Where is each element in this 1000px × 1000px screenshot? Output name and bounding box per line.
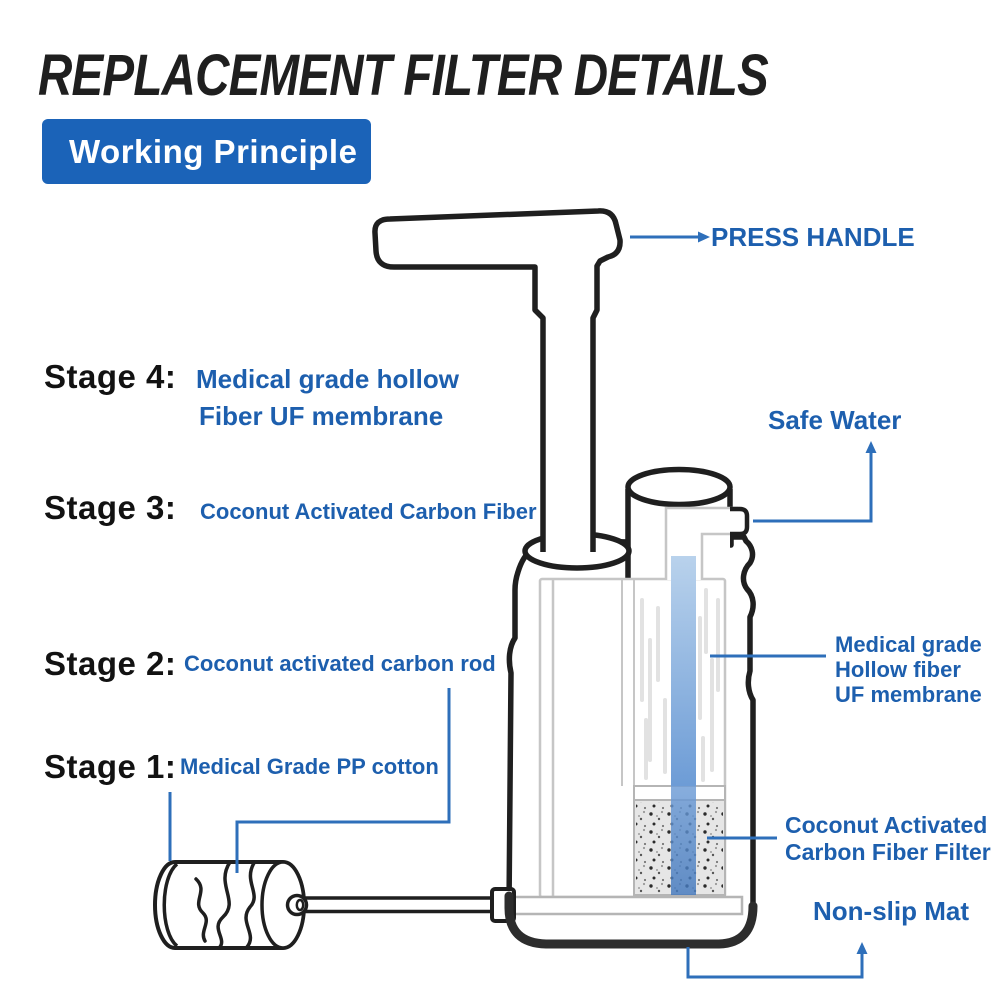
stage-1-label: Stage 1: [44,748,177,785]
inner-cartridge [509,577,744,916]
safe-water-callout: Safe Water [768,405,902,435]
membrane-streaks [640,588,720,782]
non-slip-mat-shape [504,891,758,949]
arrow-up-icon [865,441,877,453]
stage-3-label: Stage 3: [44,489,177,526]
non-slip-leader [686,947,864,979]
stage-4-desc-line2: Fiber UF membrane [199,401,444,431]
water-column [671,556,696,895]
prefilter-wave-pattern [194,860,256,950]
arrow-right-icon [698,231,710,243]
membrane-callout-line1: Medical grade [835,632,982,657]
safe-water-leader [753,452,873,523]
membrane-callout-line2: Hollow fiber [835,657,961,682]
press-handle-callout: PRESS HANDLE [711,222,915,252]
spout [730,506,750,537]
inlet-tube [303,887,516,923]
arrow-up-icon [856,942,868,954]
stage-4-desc-line1: Medical grade hollow [196,364,459,394]
stage-4-label: Stage 4: [44,358,177,395]
stage-3-desc: Coconut Activated Carbon Fiber [200,499,537,524]
stage-2-desc: Coconut activated carbon rod [184,651,496,676]
prefilter-cartridge [153,860,309,950]
page-title: REPLACEMENT FILTER DETAILS [38,43,769,108]
carbon-filter-callout-line1: Coconut Activated [785,812,988,838]
stage2-leader [235,688,451,873]
base-plate [509,895,744,916]
working-principle-badge: Working Principle [42,119,371,184]
membrane-callout-line3: UF membrane [835,682,982,707]
leader-lines [168,235,873,979]
stage-1-desc: Medical Grade PP cotton [180,754,439,779]
leader-arrowheads [698,231,877,954]
press-handle-shape [372,208,623,552]
badge-label: Working Principle [69,132,358,170]
stage-2-label: Stage 2: [44,645,177,682]
non-slip-mat-callout: Non-slip Mat [813,896,969,926]
carbon-filter-callout-line2: Carbon Fiber Filter [785,839,991,865]
